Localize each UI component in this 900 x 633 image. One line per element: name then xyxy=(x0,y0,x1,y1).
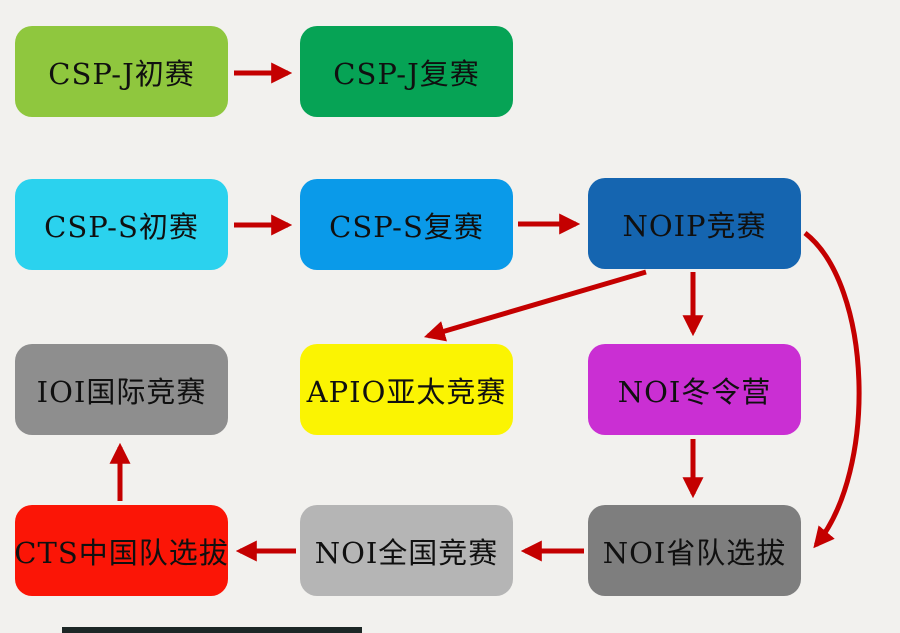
node-apio: APIO亚太竞赛 xyxy=(300,344,513,435)
node-cts: CTS中国队选拔 xyxy=(14,505,228,596)
node-csps-prelim: CSP-S初赛 xyxy=(15,179,228,270)
node-noi-winter-camp: NOI冬令营 xyxy=(588,344,801,435)
node-noip: NOIP竞赛 xyxy=(588,178,801,269)
arrow-noip-to-apio xyxy=(423,269,647,342)
arrow-noip-to-noi-province xyxy=(803,231,862,549)
node-cspj-final: CSP-J复赛 xyxy=(300,26,513,117)
node-ioi: IOI国际竞赛 xyxy=(15,344,228,435)
node-csps-final: CSP-S复赛 xyxy=(300,179,513,270)
node-cspj-prelim: CSP-J初赛 xyxy=(15,26,228,117)
bottom-progress-bar xyxy=(62,627,362,633)
node-noi-national: NOI全国竞赛 xyxy=(300,505,513,596)
node-noi-province: NOI省队选拔 xyxy=(588,505,801,596)
